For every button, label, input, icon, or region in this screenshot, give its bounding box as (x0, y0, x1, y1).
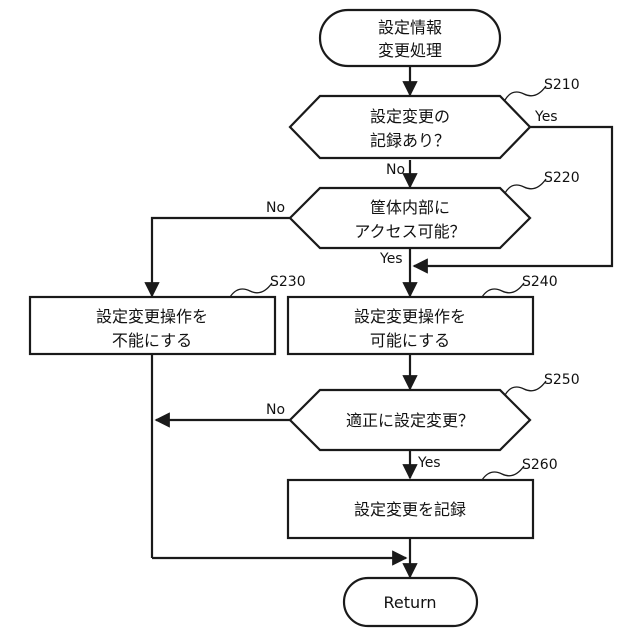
step-label-s220: S220 (544, 170, 580, 186)
decision-s210-line1: 設定変更の (370, 107, 450, 126)
start-terminator: 設定情報 変更処理 (320, 10, 500, 66)
s250-yes-label: Yes (417, 455, 441, 471)
s250-leader-line (505, 381, 546, 395)
return-terminator: Return (344, 578, 477, 626)
step-label-s230: S230 (270, 274, 306, 290)
s230-leader-line (230, 283, 272, 297)
process-s240-line2: 可能にする (370, 331, 450, 350)
process-s240: 設定変更操作を 可能にする S240 (288, 274, 558, 354)
s260-leader-line (482, 466, 524, 480)
step-label-s260: S260 (522, 457, 558, 473)
decision-s250-line1: 適正に設定変更？ (346, 411, 474, 430)
start-label-line1: 設定情報 (378, 18, 442, 37)
s210-yes-label: Yes (534, 109, 558, 125)
s220-leader-line (505, 179, 546, 193)
decision-s220: 筐体内部に アクセス可能？ S220 No Yes (266, 170, 580, 267)
process-s230-line1: 設定変更操作を (96, 307, 208, 326)
s240-leader-line (482, 283, 524, 297)
decision-s220-line2: アクセス可能？ (354, 222, 465, 241)
s210-no-label: No (386, 162, 405, 178)
return-label: Return (383, 593, 436, 612)
process-s230-line2: 不能にする (112, 331, 192, 350)
step-label-s250: S250 (544, 372, 580, 388)
step-label-s240: S240 (522, 274, 558, 290)
s250-no-label: No (266, 402, 285, 418)
s210-leader-line (505, 86, 546, 100)
process-s260-line1: 設定変更を記録 (354, 500, 466, 519)
s220-no-label: No (266, 200, 285, 216)
process-s230: 設定変更操作を 不能にする S230 (30, 274, 306, 354)
start-label-line2: 変更処理 (378, 41, 442, 60)
decision-s220-line1: 筐体内部に (370, 198, 450, 217)
process-s240-line1: 設定変更操作を (354, 307, 466, 326)
decision-s210-line2: 記録あり？ (370, 131, 450, 150)
step-label-s210: S210 (544, 77, 580, 93)
s220-yes-label: Yes (379, 251, 403, 267)
